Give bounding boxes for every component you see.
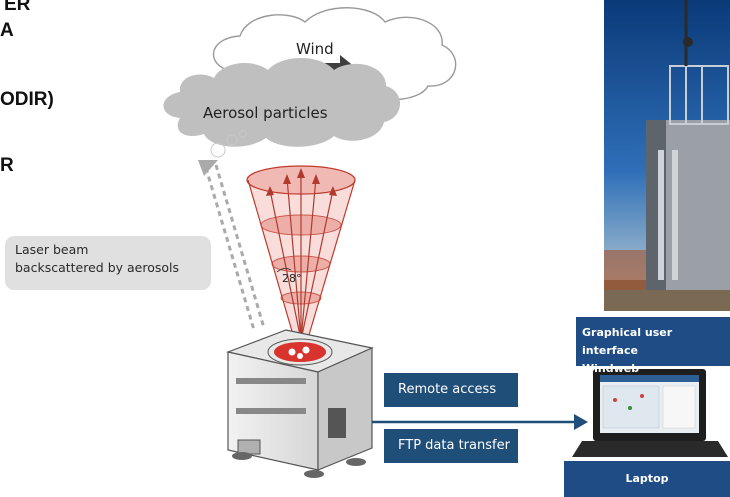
laser-callout-line-2: backscattered by aerosols xyxy=(15,260,180,275)
remote-access-box: Remote access xyxy=(384,373,518,407)
laser-callout-line-1: Laser beam xyxy=(15,242,89,257)
lidar-device xyxy=(225,329,374,478)
aerosol-label: Aerosol particles xyxy=(203,104,328,122)
tower-photo xyxy=(604,0,730,311)
laptop-panel-label: Laptop xyxy=(625,472,669,485)
wind-label: Wind xyxy=(296,40,334,58)
gui-panel-line-2: Windweb xyxy=(582,362,640,375)
gui-panel-line-1: Graphical user interface xyxy=(582,326,673,357)
laser-callout: Laser beam backscattered by aerosols xyxy=(5,236,211,290)
gui-panel: Graphical user interface Windweb xyxy=(576,317,730,375)
cropped-text-line-3: ODIR) xyxy=(0,89,54,110)
laptop-panel: Laptop xyxy=(564,461,730,497)
laser-cone xyxy=(246,165,356,346)
laptop-icon xyxy=(572,369,728,457)
aerosol-cloud xyxy=(163,58,401,158)
cropped-text-line-1: ER xyxy=(4,0,31,15)
cropped-text-line-2: A xyxy=(0,20,14,41)
cone-angle-label: 28° xyxy=(282,272,302,285)
backscatter-arrowhead-icon xyxy=(198,160,218,176)
cropped-text-line-4: R xyxy=(0,155,14,176)
ftp-transfer-box: FTP data transfer xyxy=(384,429,518,463)
backscatter-arrow-icon xyxy=(204,164,266,331)
data-flow-arrow-icon xyxy=(372,414,588,430)
